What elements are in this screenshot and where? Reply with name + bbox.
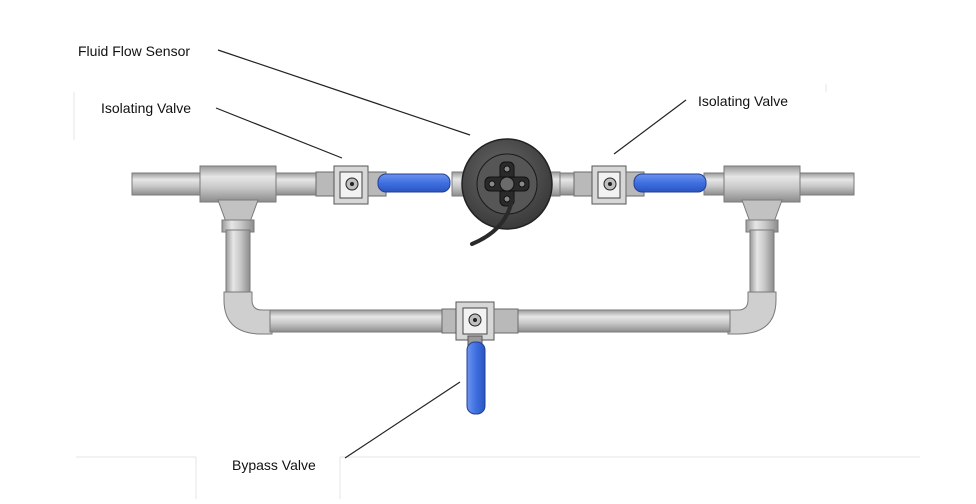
isolating-valve-left-label: Isolating Valve [101,100,192,116]
leader-line-isolating-right [613,99,687,155]
fluid-flow-sensor [451,138,561,246]
leader-line-isolating-left [215,107,343,159]
bypass-valve-handle [466,341,486,415]
isolating-valve-right-label: Isolating Valve [698,93,789,109]
leader-lines [215,49,687,459]
left-tee-fitting [199,165,277,233]
isolating-valve-right [573,165,707,205]
right-tee-fitting [723,165,801,233]
leader-line-sensor [217,49,471,136]
sensor-cable [470,198,514,246]
fluid-flow-sensor-label: Fluid Flow Sensor [78,43,191,59]
left-elbow [223,291,273,335]
left-vertical-pipe [225,229,251,299]
isolating-valve-right-handle [633,173,707,193]
right-vertical-pipe [749,229,775,299]
bypass-valve [441,301,519,415]
right-elbow [727,291,777,335]
bypass-valve-label: Bypass Valve [232,457,316,473]
isolating-valve-left [315,165,451,205]
isolating-valve-left-handle [377,173,451,193]
sensor-rotor-icon [484,161,530,207]
bypass-pipe [269,309,731,333]
leader-line-bypass [344,381,461,459]
background-frame [73,84,920,499]
